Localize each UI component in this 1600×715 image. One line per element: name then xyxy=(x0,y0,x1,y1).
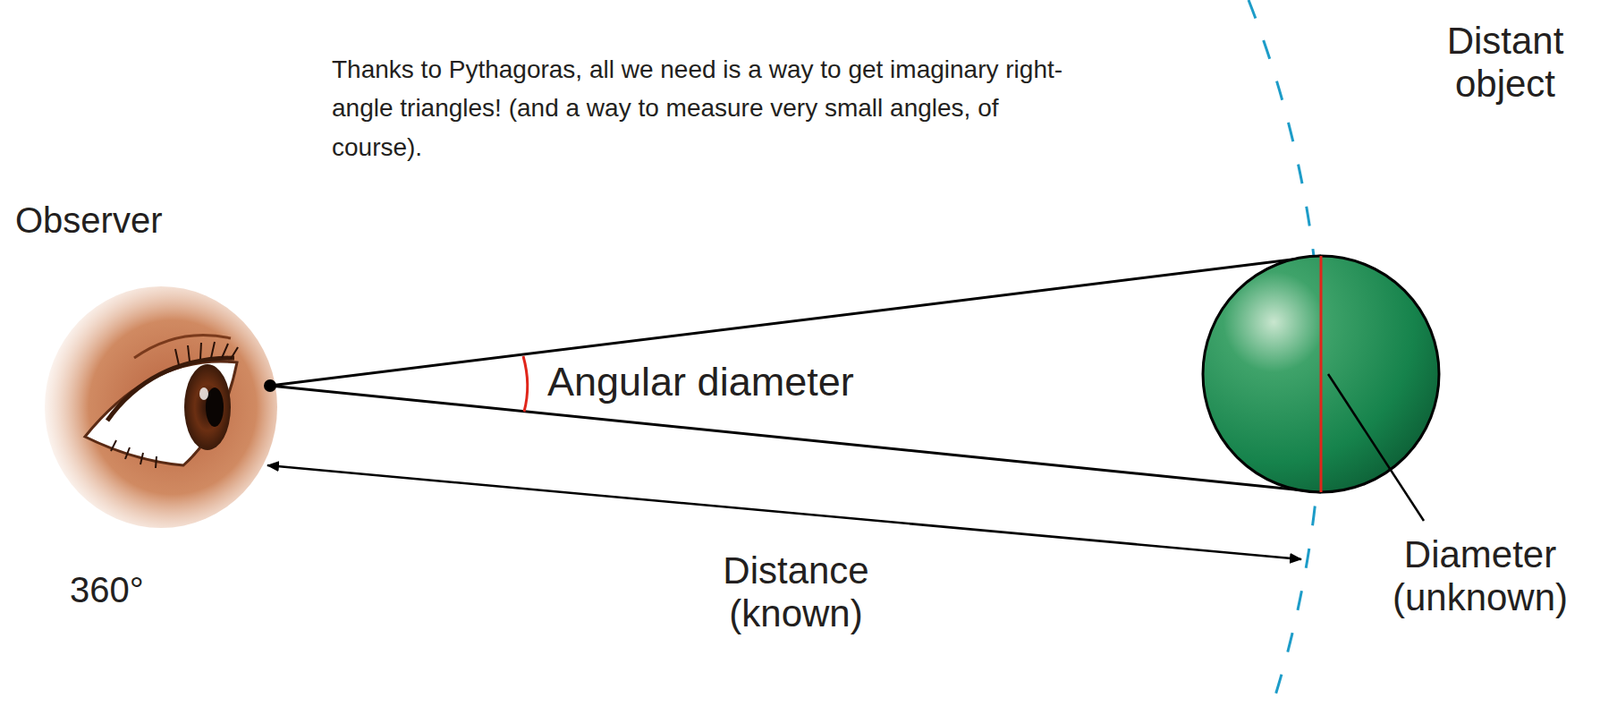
eye-highlight xyxy=(199,387,209,400)
pupil xyxy=(205,387,224,427)
leader-line xyxy=(1328,373,1424,521)
angle-arc xyxy=(523,355,528,412)
vertex-dot xyxy=(263,379,277,392)
eyelashes xyxy=(110,341,238,468)
distance-arrow xyxy=(267,465,1302,559)
upper-lid xyxy=(107,357,235,421)
eye-white xyxy=(84,361,238,466)
note-text: Thanks to Pythagoras, all we need is a w… xyxy=(331,50,1084,167)
angle-total: 360° xyxy=(69,568,213,610)
object-label: Distant object xyxy=(1415,19,1595,107)
diameter-label: Diameter (unknown) xyxy=(1372,533,1588,620)
skin-patch xyxy=(44,286,278,528)
distance-label: Distance (known) xyxy=(684,549,908,636)
angle-label: Angular diameter xyxy=(547,361,959,402)
eyelid-crease xyxy=(134,334,231,358)
diameter-line xyxy=(1320,255,1323,492)
distant-sphere xyxy=(1202,255,1440,492)
observer-label: Observer xyxy=(15,199,248,241)
iris xyxy=(184,364,231,450)
